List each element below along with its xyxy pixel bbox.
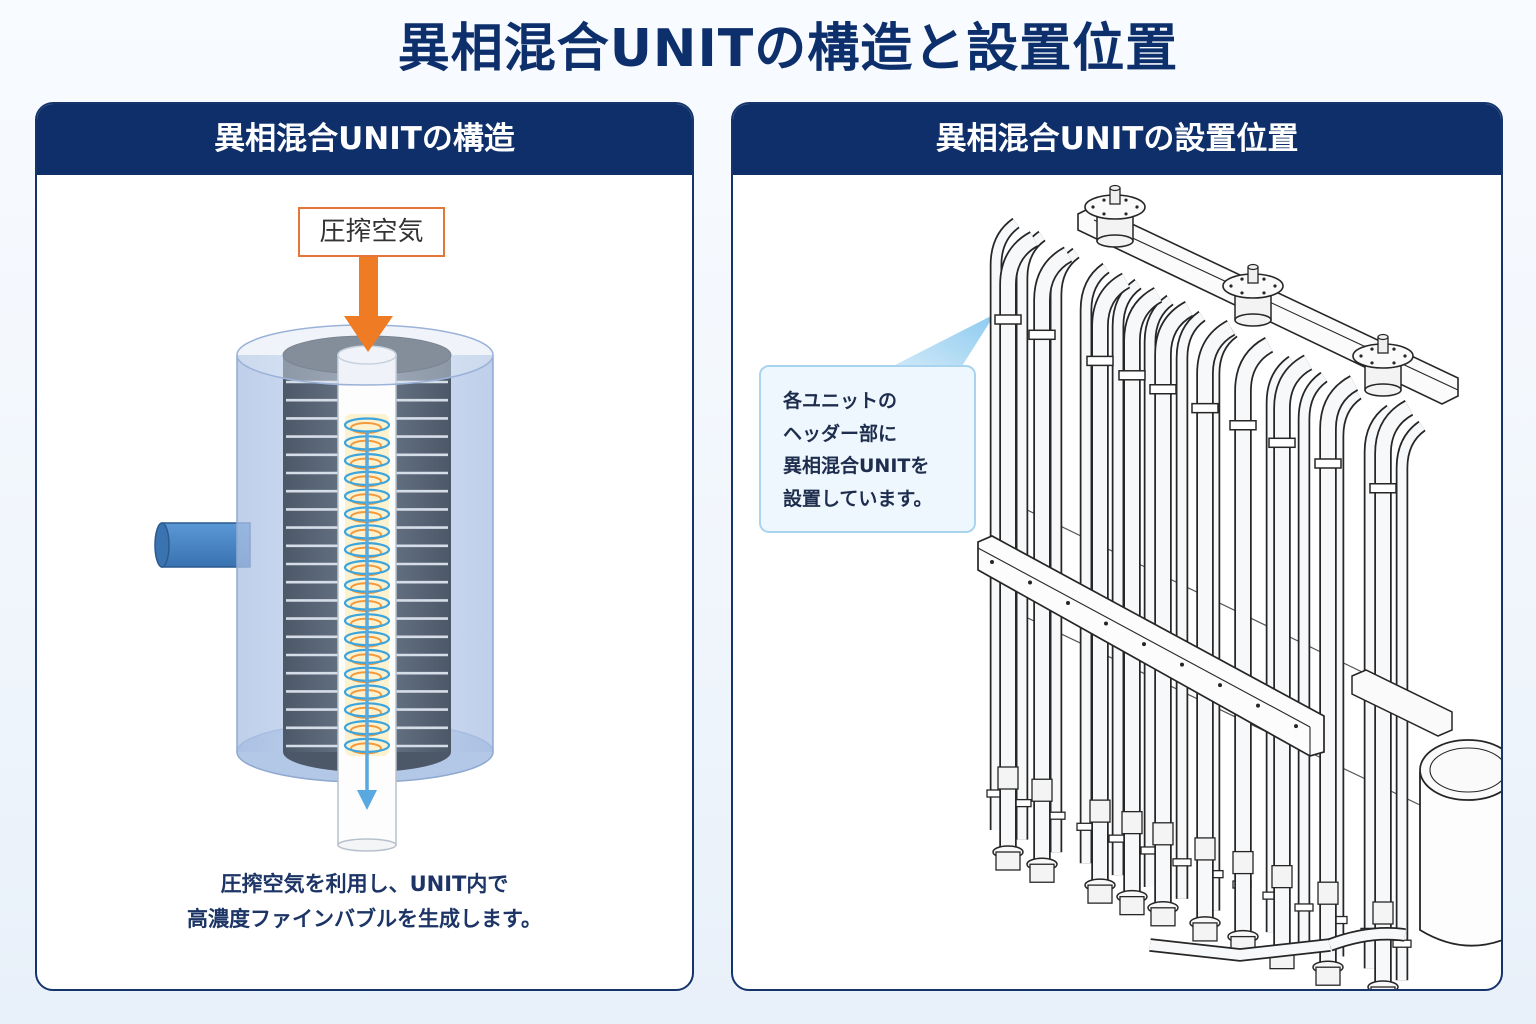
installation-panel-header: 異相混合UNITの設置位置 [733, 104, 1501, 175]
caption-line-1: 圧搾空気を利用し、UNIT内で [220, 872, 509, 896]
callout-line-1: 各ユニットの [783, 390, 898, 412]
callout-line-3: 異相混合UNITを [783, 455, 930, 477]
callout-line-2: ヘッダー部に [783, 422, 898, 445]
structure-caption: 圧搾空気を利用し、UNIT内で 高濃度ファインバブルを生成します。 [37, 867, 692, 937]
page-title: 異相混合UNITの構造と設置位置 [397, 19, 1179, 79]
installation-panel: 異相混合UNITの設置位置 [731, 102, 1503, 991]
callout-line-4: 設置しています。 [783, 487, 933, 510]
installation-callout: 各ユニットの ヘッダー部に 異相混合UNITを 設置しています。 [759, 365, 976, 533]
caption-line-2: 高濃度ファインバブルを生成します。 [187, 907, 542, 931]
compressed-air-label: 圧搾空気 [298, 207, 445, 257]
structure-panel-header: 異相混合UNITの構造 [37, 104, 692, 175]
